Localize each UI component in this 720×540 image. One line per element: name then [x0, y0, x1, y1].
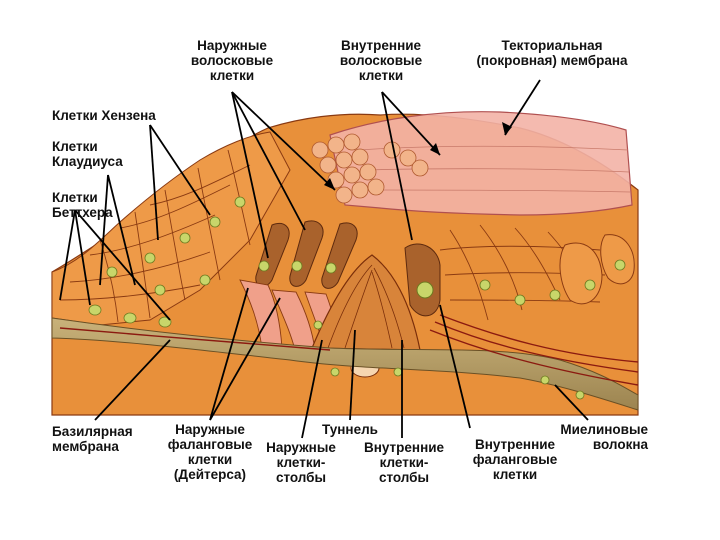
- basilar-membrane: [51, 317, 639, 411]
- label-outer-pillar-cells: Наружные клетки- столбы: [266, 440, 336, 485]
- label-boettcher-cells: Клетки Беттхера: [52, 190, 113, 220]
- label-hensen-cells: Клетки Хензена: [52, 108, 156, 123]
- label-inner-phalangeal-cells: Внутренние фаланговые клетки: [472, 437, 558, 482]
- myelin-fibers: [59, 314, 639, 386]
- deiters-cells: [239, 279, 343, 353]
- label-claudius-cells: Клетки Клаудиуса: [52, 139, 123, 169]
- label-tectorial-membrane: Текториальная (покровная) мембрана: [476, 38, 628, 68]
- label-inner-hair-cells: Внутренние волосковые клетки: [339, 38, 423, 83]
- cell-nuclei: [88, 196, 626, 400]
- pillar-lines: [327, 264, 405, 349]
- inner-hair-cell: [404, 243, 441, 317]
- left-cell-outlines: [59, 149, 251, 323]
- outer-hair-nuclei: [258, 260, 337, 274]
- label-outer-hair-cells: Наружные волосковые клетки: [190, 38, 274, 83]
- hair-cell-bundles: [311, 133, 429, 204]
- label-basilar-membrane: Базилярная мембрана: [52, 424, 133, 454]
- label-outer-phalangeal-cells: Наружные фаланговые клетки (Дейтерса): [167, 422, 253, 482]
- label-inner-pillar-cells: Внутренние клетки- столбы: [363, 440, 445, 485]
- pointer-lines: [59, 79, 589, 439]
- pillar-arch: [311, 254, 421, 351]
- label-tunnel: Туннель: [322, 422, 378, 437]
- label-myelin-fibers: Миелиновые волокна: [560, 422, 648, 452]
- inner-hair-nucleus: [416, 281, 434, 299]
- tectorial-membrane: [329, 111, 633, 216]
- pointer-arrowheads: [324, 122, 512, 190]
